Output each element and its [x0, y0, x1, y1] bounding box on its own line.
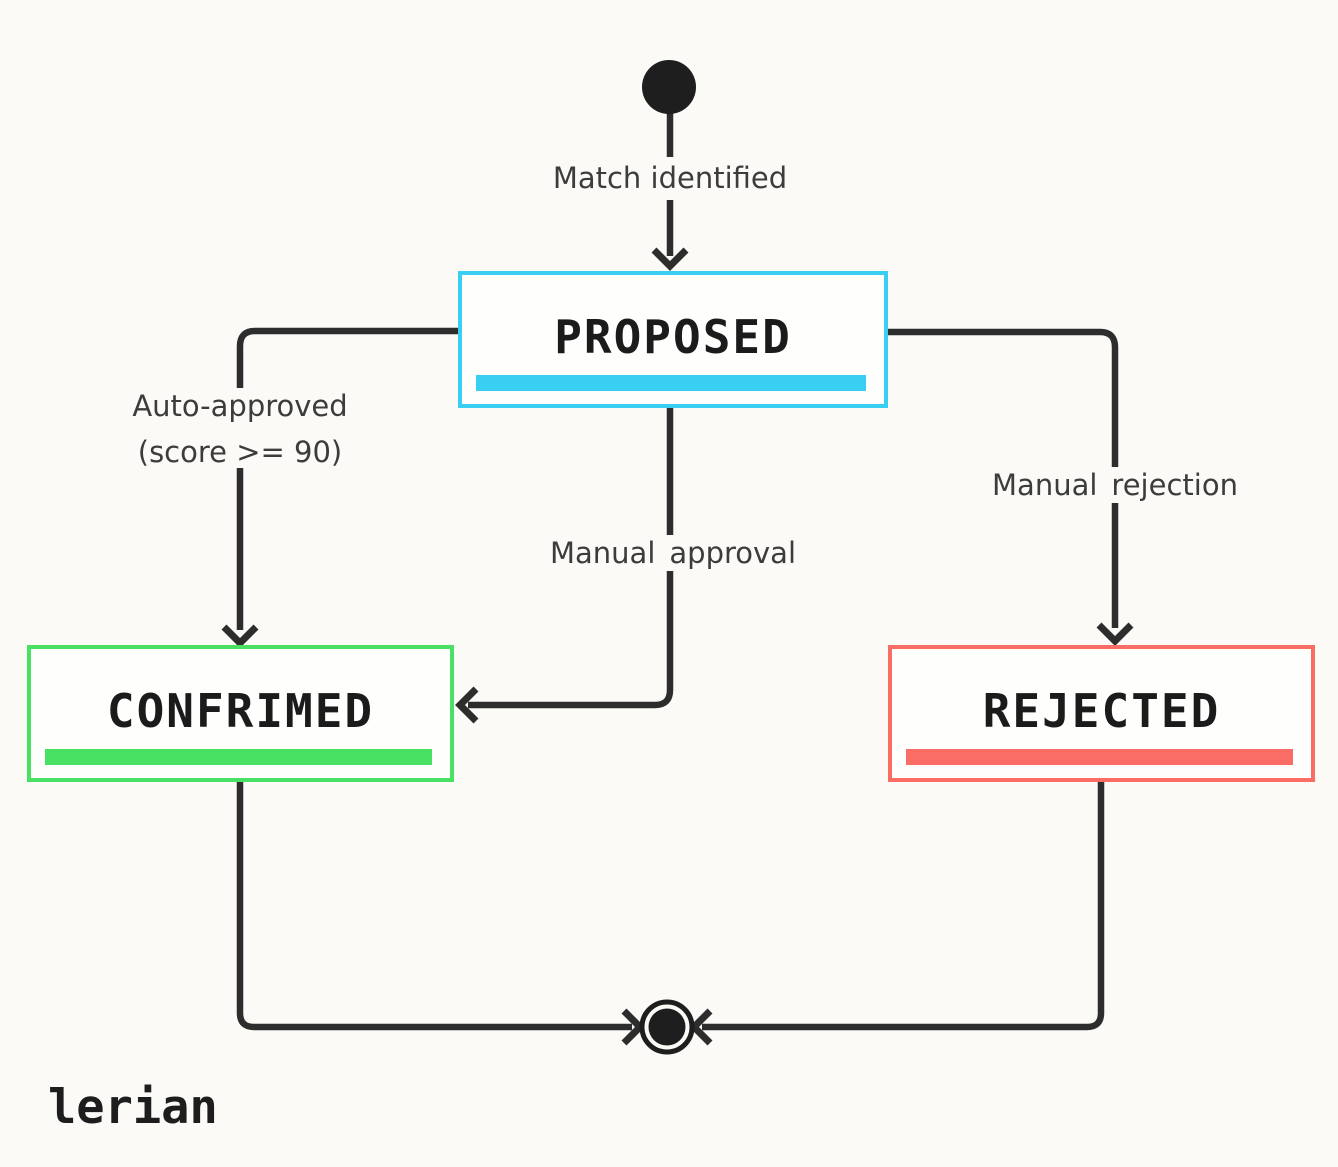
edge-manual-rejection — [888, 328, 1119, 628]
edge-confrimed-to-final — [236, 782, 632, 1031]
lerian-logo: lerian — [48, 1080, 218, 1135]
edge-rejected-to-final — [702, 782, 1105, 1031]
edge-label-manual-rejection-word1: Manual — [989, 467, 1101, 503]
edge-label-manual-approval-word2: approval — [666, 535, 799, 571]
edge-label-match-identified: Match identified — [552, 161, 788, 195]
edge-auto-approved-upper — [236, 327, 458, 388]
edge-manual-approval — [468, 408, 674, 709]
state-accent-bar-proposed — [476, 375, 866, 391]
state-node-proposed: PROPOSED — [458, 271, 888, 408]
state-label-confrimed: CONFRIMED — [106, 684, 375, 738]
initial-state-node — [642, 60, 696, 114]
state-node-rejected: REJECTED — [888, 645, 1315, 782]
edge-label-auto-approved: Auto-approved (score >= 90) — [40, 383, 440, 475]
edge-label-auto-approved-line1: Auto-approved — [132, 389, 348, 423]
state-accent-bar-confrimed — [45, 749, 432, 765]
arrowhead-into-proposed — [651, 247, 689, 271]
state-node-confrimed: CONFRIMED — [27, 645, 454, 782]
final-state-inner-dot — [648, 1008, 686, 1046]
arrowhead-into-confrimed-top — [221, 624, 259, 648]
state-accent-bar-rejected — [906, 749, 1293, 765]
state-label-proposed: PROPOSED — [554, 310, 792, 364]
final-state-node — [639, 999, 695, 1055]
edge-label-manual-rejection: Manual rejection — [955, 467, 1275, 503]
edge-label-auto-approved-line2: (score >= 90) — [137, 435, 343, 469]
edge-label-manual-rejection-word2: rejection — [1108, 467, 1241, 503]
state-label-rejected: REJECTED — [982, 684, 1221, 738]
arrowhead-into-confrimed-right — [455, 686, 479, 724]
edge-label-manual-approval: Manual approval — [513, 535, 833, 571]
arrowhead-into-rejected — [1096, 622, 1134, 646]
edge-label-manual-approval-word1: Manual — [547, 535, 659, 571]
